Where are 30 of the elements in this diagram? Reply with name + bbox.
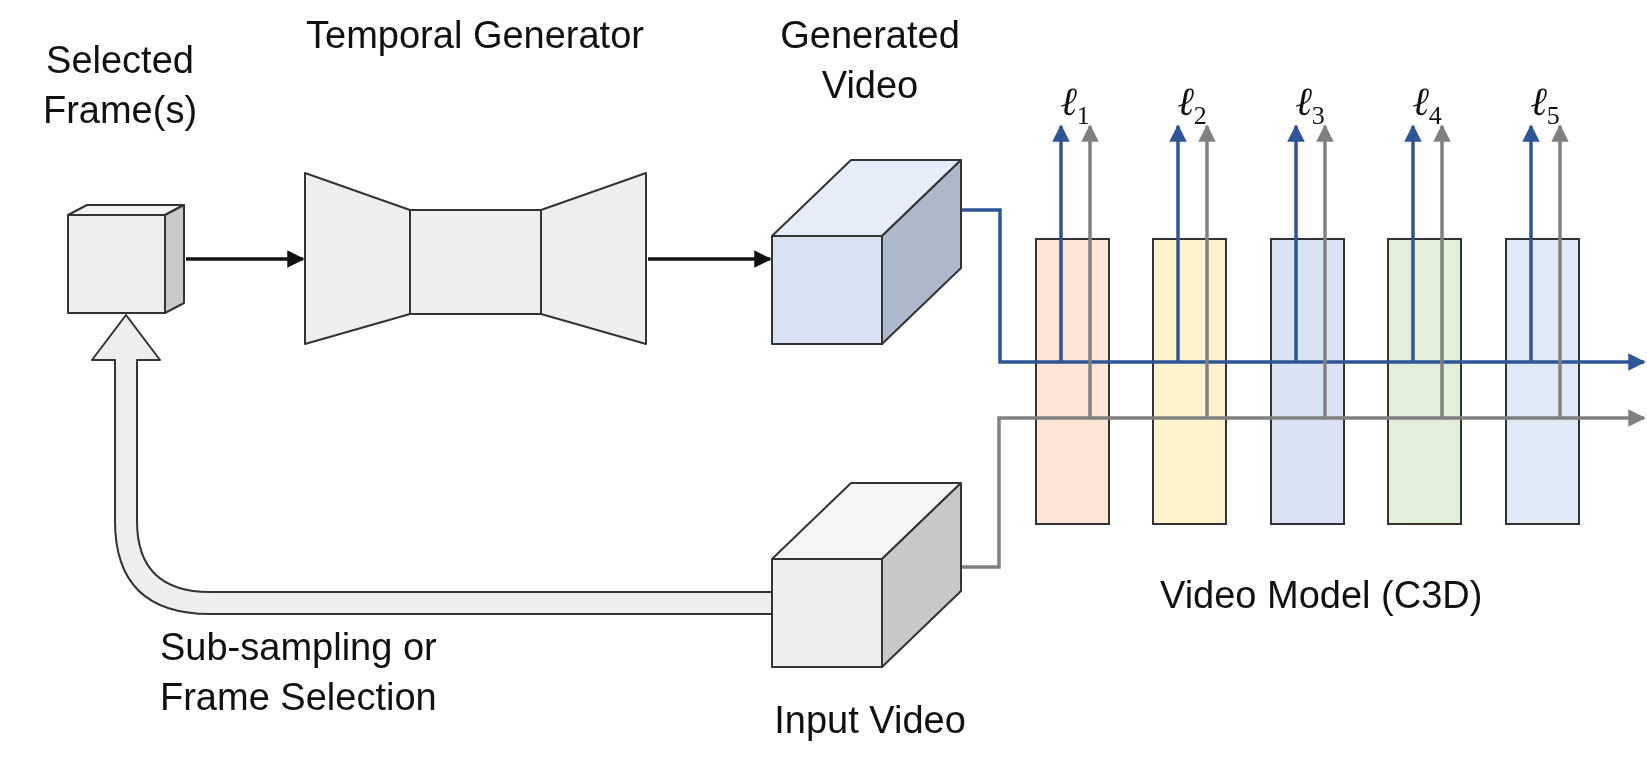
math-label: ℓ$_{3}$ xyxy=(1294,82,1326,132)
arrow xyxy=(1433,124,1451,418)
node-label: Selected Frame(s) xyxy=(41,38,199,133)
math-label: ℓ$_{1}$ xyxy=(1059,82,1091,132)
arrow xyxy=(186,250,305,268)
layer-block xyxy=(1152,238,1227,525)
node-label: Temporal Generator xyxy=(305,13,645,58)
caption-label: Video Model (C3D) xyxy=(1160,573,1483,618)
arrow xyxy=(1081,124,1099,418)
layer-block xyxy=(1035,238,1110,525)
arrow xyxy=(648,250,772,268)
arrow xyxy=(1198,124,1216,418)
layer-block xyxy=(1387,238,1462,525)
arrow xyxy=(1316,124,1334,418)
node-label: Generated Video xyxy=(779,13,961,108)
math-label: ℓ$_{4}$ xyxy=(1411,82,1443,132)
arrow xyxy=(1169,124,1187,362)
arrow xyxy=(1052,124,1070,362)
math-label: ℓ$_{5}$ xyxy=(1529,82,1561,132)
block-arrow xyxy=(91,314,773,615)
arrow xyxy=(961,409,1646,569)
arrow xyxy=(1404,124,1422,362)
node-label: Input Video xyxy=(773,698,967,743)
arrow xyxy=(961,208,1646,371)
layer-block xyxy=(1505,238,1580,525)
arrow xyxy=(1287,124,1305,362)
math-label: ℓ$_{2}$ xyxy=(1176,82,1208,132)
layer-block xyxy=(1270,238,1345,525)
arrow xyxy=(1522,124,1540,362)
arrow xyxy=(1551,124,1569,418)
